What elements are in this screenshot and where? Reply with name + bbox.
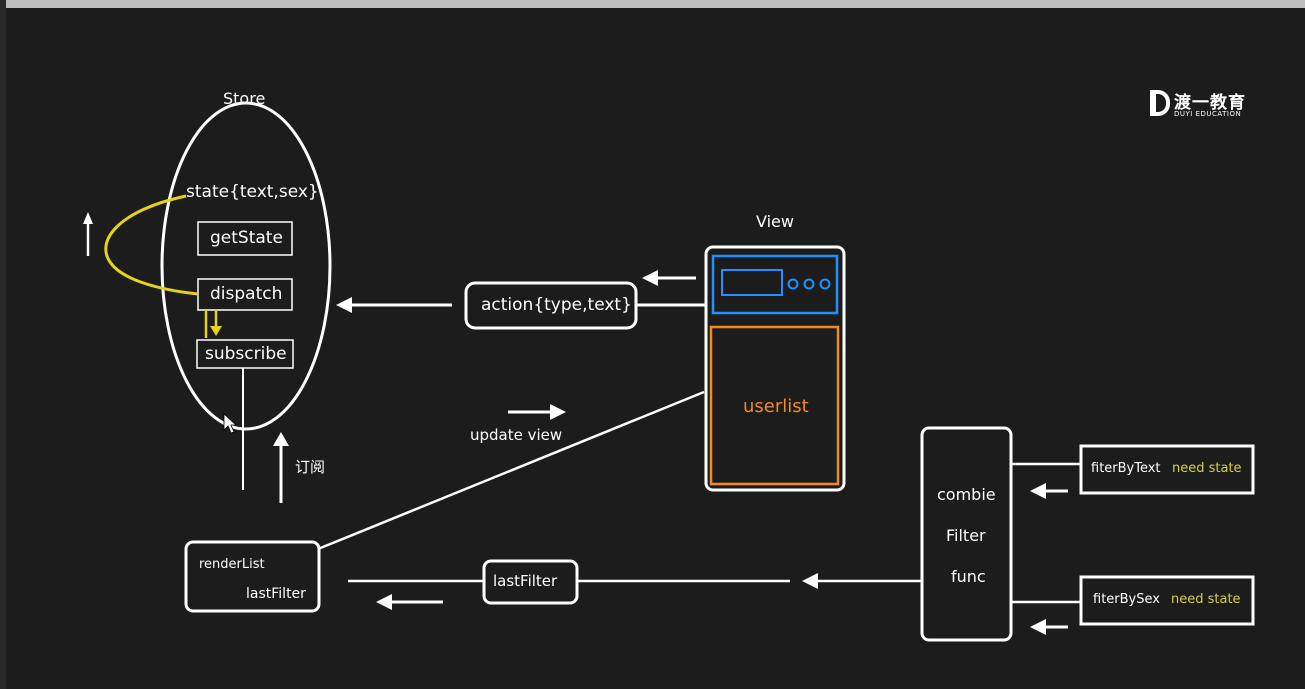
yellow-loop-line <box>104 194 199 296</box>
combine-box <box>920 426 1013 642</box>
filter-text-note: need state <box>1172 461 1242 476</box>
view-dot-2 <box>803 278 815 290</box>
filter-sex-arrowhead <box>1030 619 1046 635</box>
view-to-action-arrowhead <box>642 270 658 286</box>
filter-text-box <box>1079 444 1255 495</box>
filter-sex-box <box>1079 575 1255 626</box>
view-dot-3 <box>819 278 831 290</box>
view-title: View <box>756 212 794 231</box>
duyi-logo-mark <box>1150 90 1170 116</box>
yellow-down-arrowhead <box>210 326 222 336</box>
getstate-box <box>197 221 293 256</box>
renderlist-lastfilter-label: lastFilter <box>246 586 306 602</box>
subscribe-note: 订阅 <box>295 458 326 476</box>
view-dot-1 <box>787 278 799 290</box>
filter-sex-name: fiterBySex <box>1093 592 1160 607</box>
dispatch-box <box>197 278 293 311</box>
update-view-arrowhead <box>550 404 566 420</box>
filter-sex-note: need state <box>1171 592 1241 607</box>
store-ellipse <box>160 101 332 431</box>
window-left-edge <box>0 0 6 689</box>
update-view-label: update view <box>470 426 563 444</box>
filter-text-name: fiterByText <box>1091 461 1161 476</box>
duyi-logo-subtitle: DUYI EDUCATION <box>1174 110 1242 118</box>
action-to-dispatch-arrowhead <box>336 297 352 313</box>
combine-line-3: func <box>951 567 986 586</box>
dispatch-label: dispatch <box>210 284 283 304</box>
state-label: state{text,sex} <box>186 182 319 202</box>
subscribe-up-arrow-head <box>273 432 289 446</box>
subscribe-box <box>196 339 294 369</box>
getstate-label: getState <box>210 228 283 248</box>
combine-line-1: combie <box>937 485 996 504</box>
render-to-view-line <box>317 390 705 551</box>
view-header-panel <box>711 254 839 315</box>
action-label: action{type,text} <box>481 295 632 315</box>
window-top-bar <box>0 0 1305 8</box>
view-input-box <box>721 269 783 296</box>
subscribe-label: subscribe <box>205 344 287 364</box>
store-title: Store <box>223 89 266 108</box>
renderlist-box <box>184 540 321 613</box>
combine-to-lastfilter-arrowhead <box>802 573 818 589</box>
filter-text-arrowhead <box>1030 483 1046 499</box>
duyi-logo-name: 渡一教育 <box>1174 93 1246 113</box>
mouse-cursor-icon <box>223 413 238 434</box>
userlist-panel <box>709 325 840 486</box>
lastfilter-to-render-arrowhead <box>376 594 392 610</box>
lastfilter-label: lastFilter <box>493 572 558 590</box>
combine-line-2: Filter <box>946 526 986 545</box>
renderlist-label: renderList <box>199 557 265 572</box>
userlist-label: userlist <box>743 396 809 417</box>
view-box <box>704 245 846 492</box>
up-arrow-left-head <box>83 212 93 224</box>
